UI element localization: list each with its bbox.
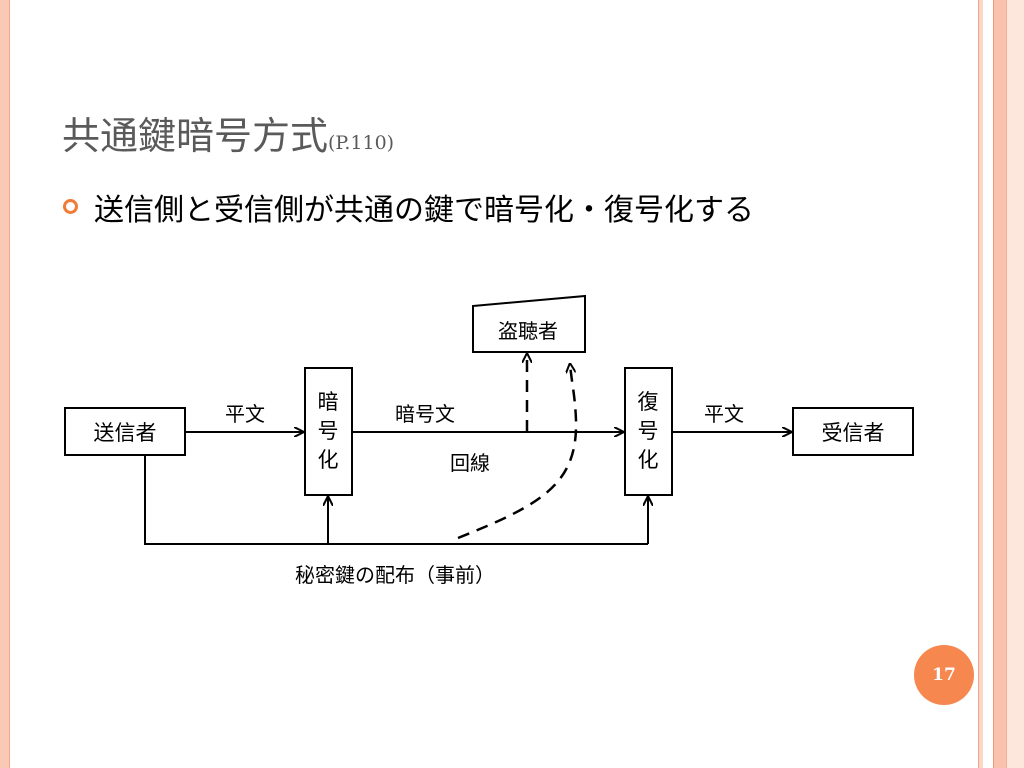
bullet-text: 送信側と受信側が共通の鍵で暗号化・復号化する (94, 193, 754, 228)
decrypt-box (624, 367, 673, 496)
key-distribution-line (144, 455, 648, 545)
encrypt-char-1: 暗 (318, 390, 339, 414)
receiver-box (792, 407, 914, 456)
channel-label: 回線 (450, 451, 490, 475)
plaintext-label-right: 平文 (704, 402, 744, 426)
slide-frame-right-gap (983, 0, 993, 768)
slide-title: 共通鍵暗号方式(P.110) (62, 105, 394, 160)
decrypt-char-3: 化 (638, 448, 659, 472)
encrypt-char-3: 化 (318, 448, 339, 472)
encrypt-box (304, 367, 353, 496)
page-number-badge: 17 (914, 645, 974, 705)
bullet-ring-icon (63, 199, 78, 214)
slide-frame-right-inner (978, 0, 983, 768)
decrypt-char-2: 号 (638, 419, 659, 443)
slide-frame-right-outer (1006, 0, 1024, 768)
key-distribution-label: 秘密鍵の配布（事前） (295, 563, 495, 587)
slide-frame-right-band (993, 0, 1007, 768)
plaintext-label-left: 平文 (225, 402, 265, 426)
slide-title-text: 共通鍵暗号方式 (62, 114, 329, 158)
sender-label: 送信者 (94, 421, 157, 445)
eavesdropper-label: 盗聴者 (498, 319, 558, 343)
slide-frame-left (0, 0, 10, 768)
eavesdropper-box (472, 294, 586, 353)
slide-title-reference: (P.110) (328, 132, 395, 154)
decrypt-char-1: 復 (638, 390, 659, 414)
encrypt-char-2: 号 (318, 419, 339, 443)
receiver-label: 受信者 (822, 421, 885, 445)
ciphertext-label: 暗号文 (395, 402, 455, 426)
